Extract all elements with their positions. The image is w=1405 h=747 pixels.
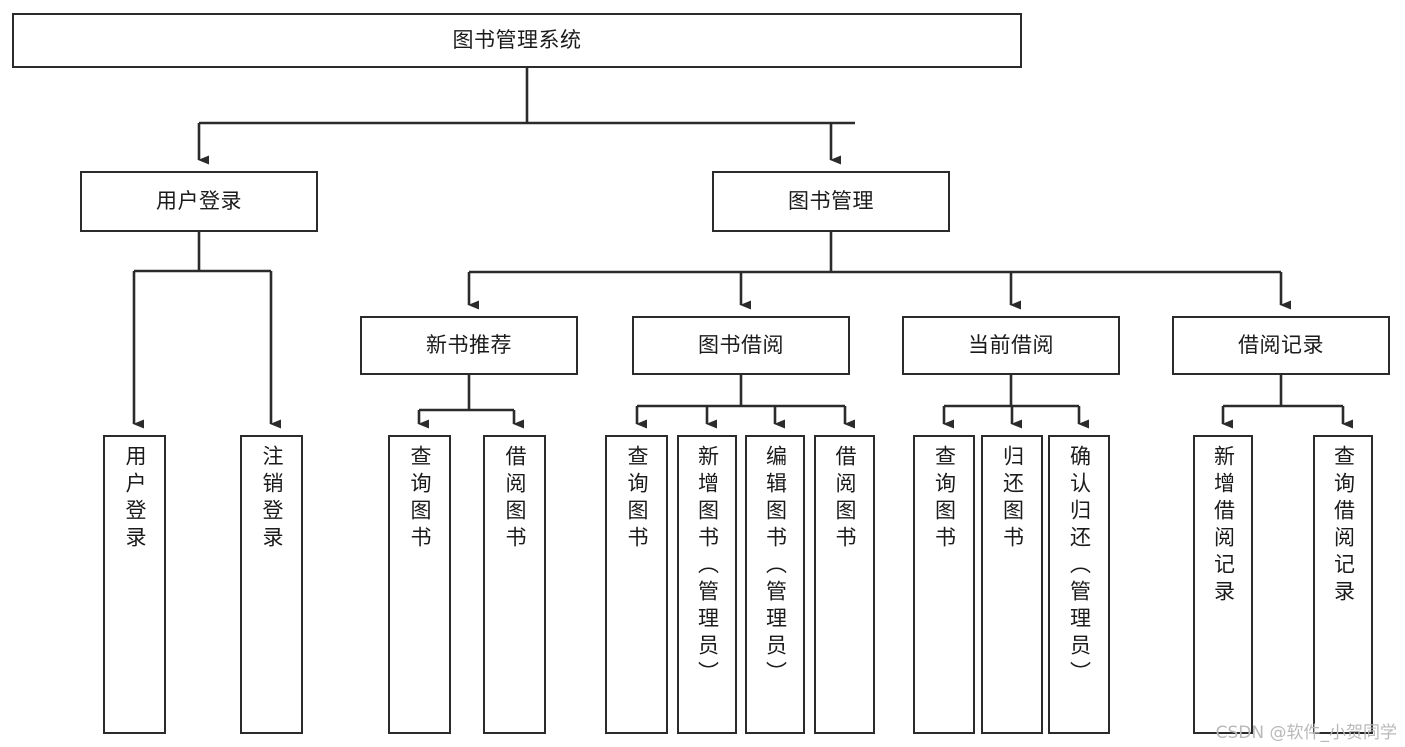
node-user-login-label: 用户登录 <box>156 188 242 213</box>
node-leaf-edit-book[interactable]: 编辑图书（管理员） <box>745 435 805 734</box>
node-book-borrow-label: 图书借阅 <box>698 332 784 357</box>
node-root-label: 图书管理系统 <box>452 27 582 52</box>
node-leaf-query-book-borrow[interactable]: 查询图书 <box>605 435 668 734</box>
node-leaf-confirm-return-label: 确认归还（管理员） <box>1067 445 1092 688</box>
node-leaf-edit-book-label: 编辑图书（管理员） <box>763 445 788 688</box>
node-leaf-add-book[interactable]: 新增图书（管理员） <box>677 435 737 734</box>
node-leaf-borrow-book-rec-label: 借阅图书 <box>503 445 527 553</box>
node-leaf-confirm-return[interactable]: 确认归还（管理员） <box>1048 435 1110 734</box>
node-leaf-return-book-label: 归还图书 <box>1000 445 1025 553</box>
node-leaf-add-record-label: 新增借阅记录 <box>1211 445 1236 607</box>
node-leaf-query-record[interactable]: 查询借阅记录 <box>1313 435 1373 734</box>
node-leaf-query-book-cur-label: 查询图书 <box>932 445 957 553</box>
node-book-manage[interactable]: 图书管理 <box>712 171 950 232</box>
node-book-manage-label: 图书管理 <box>788 188 874 213</box>
node-new-book-recommend-label: 新书推荐 <box>426 332 512 357</box>
node-user-login[interactable]: 用户登录 <box>80 171 318 232</box>
node-leaf-user-logout[interactable]: 注销登录 <box>240 435 303 734</box>
node-leaf-borrow-book-label: 借阅图书 <box>833 445 857 553</box>
node-leaf-add-record[interactable]: 新增借阅记录 <box>1193 435 1253 734</box>
node-borrow-record[interactable]: 借阅记录 <box>1172 316 1390 375</box>
node-leaf-query-book-cur[interactable]: 查询图书 <box>913 435 975 734</box>
node-current-borrow[interactable]: 当前借阅 <box>902 316 1120 375</box>
node-borrow-record-label: 借阅记录 <box>1238 332 1324 357</box>
csdn-watermark: CSDN @软件_小贺同学 <box>1215 723 1397 743</box>
node-leaf-return-book[interactable]: 归还图书 <box>981 435 1043 734</box>
node-leaf-user-logout-label: 注销登录 <box>260 445 284 553</box>
node-current-borrow-label: 当前借阅 <box>968 332 1054 357</box>
node-leaf-query-book-borrow-label: 查询图书 <box>625 445 649 553</box>
node-new-book-recommend[interactable]: 新书推荐 <box>360 316 578 375</box>
node-root[interactable]: 图书管理系统 <box>12 13 1022 68</box>
node-leaf-borrow-book[interactable]: 借阅图书 <box>814 435 875 734</box>
node-leaf-add-book-label: 新增图书（管理员） <box>695 445 720 688</box>
node-leaf-borrow-book-rec[interactable]: 借阅图书 <box>483 435 546 734</box>
node-leaf-user-login[interactable]: 用户登录 <box>103 435 166 734</box>
node-leaf-query-book-rec-label: 查询图书 <box>408 445 432 553</box>
node-book-borrow[interactable]: 图书借阅 <box>632 316 850 375</box>
node-leaf-user-login-label: 用户登录 <box>123 445 147 553</box>
node-leaf-query-record-label: 查询借阅记录 <box>1331 445 1356 607</box>
node-leaf-query-book-rec[interactable]: 查询图书 <box>388 435 451 734</box>
